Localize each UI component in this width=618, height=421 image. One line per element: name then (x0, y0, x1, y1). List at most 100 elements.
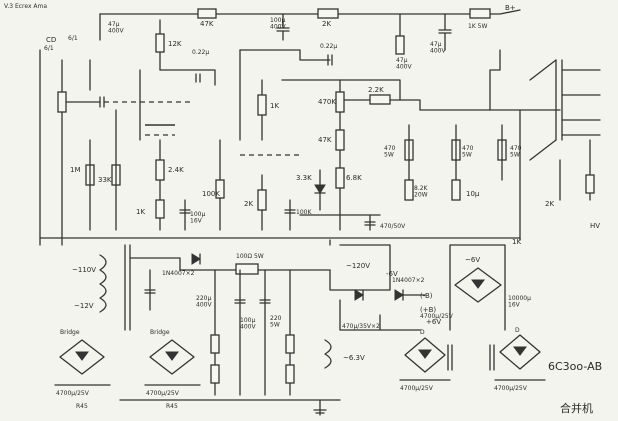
resistor-6-8k (335, 129, 345, 151)
label-br-d: D (515, 327, 520, 334)
resistor-2-2k (369, 94, 391, 105)
label-r-1k-5w: 1K 5W (468, 23, 487, 30)
resistor-470k (257, 94, 267, 116)
label-r-47k-top: 47K (200, 20, 214, 28)
label-top-left-note: V.3 Ecrex Ama (4, 3, 47, 10)
power-supply (99, 239, 426, 416)
label-v6b: ~6V (465, 256, 480, 264)
bridge-1 (59, 339, 105, 375)
label-br-c: D (420, 329, 425, 336)
output-stage (404, 49, 601, 241)
resistor-2k (317, 8, 339, 19)
first-stage (139, 19, 225, 231)
label-br-b: Bridge (150, 329, 170, 336)
resistor-12k (155, 33, 165, 53)
label-diode-b: 1N4007×2 (392, 277, 425, 284)
bridge-4 (499, 334, 541, 370)
label-r-33k: 33K (98, 176, 112, 184)
label-r-1k-b: 1K (270, 102, 279, 110)
bridge-2 (149, 339, 195, 375)
label-out-plus: (+B) (420, 306, 436, 314)
label-cap-10u: 10μ (466, 190, 480, 198)
label-r-2-2k: 2.2K (368, 86, 384, 94)
label-cap-bottom-c: 4700μ/25V (400, 385, 434, 392)
diode-2 (354, 289, 364, 301)
label-cap-470-35: 470μ/35V×2 (342, 323, 380, 330)
resistor-2k-c (451, 179, 461, 201)
label-cap-bottom-a: 4700μ/25V (56, 390, 90, 397)
resistor-47k-b (335, 91, 345, 113)
resistor-psu-d (285, 364, 295, 384)
driver-stage (299, 79, 421, 231)
label-diode-a: 1N4007×2 (162, 270, 195, 277)
label-r-2k-b: 2K (244, 200, 253, 208)
label-r-100k-b: 100K (296, 209, 312, 216)
label-r-1m: 1M (70, 166, 81, 174)
second-stage (239, 49, 401, 231)
label-c-022-b: 0.22μ (320, 43, 337, 50)
label-r-3-3k: 3.3K (296, 174, 312, 182)
label-r-2-4k: 2.4K (168, 166, 184, 174)
label-v120: ~120V (346, 262, 370, 270)
bridge-5 (454, 267, 502, 303)
input-section (39, 49, 190, 246)
label-cap-bottom-d: 4700μ/25V (494, 385, 528, 392)
label-hv: HV (590, 222, 600, 230)
resistor-psu-a (210, 334, 220, 354)
label-b-plus: B+ (505, 4, 516, 12)
label-c-022-a: 0.22μ (192, 49, 209, 56)
label-in-left: 6/1 (44, 45, 54, 52)
label-cap-bottom-b: 4700μ/25V (146, 390, 180, 397)
label-v110: ~110V (72, 266, 96, 274)
label-r-2k-c: 2K (545, 200, 554, 208)
resistor-8-2k (404, 179, 414, 201)
resistor-psu-b (210, 364, 220, 384)
diode-3 (394, 289, 404, 301)
label-r-100k: 100K (202, 190, 220, 198)
label-plus-6: +6V (426, 318, 441, 326)
label-cd: CD (46, 36, 56, 44)
bridge-3 (404, 337, 446, 373)
resistor-100-5w (235, 263, 259, 275)
label-r-12k: 12K (168, 40, 182, 48)
label-r-47k-b: 47K (318, 136, 332, 144)
resistor-right-rail (395, 35, 405, 55)
b-plus-rail (99, 8, 521, 55)
label-r-bottom-b: R45 (166, 403, 178, 410)
resistor-1k-a (155, 199, 165, 219)
resistor-feedback (585, 174, 595, 194)
label-r-2k: 2K (322, 20, 331, 28)
label-r-6-8k: 6.8K (346, 174, 362, 182)
label-out-minus: (-B) (420, 292, 433, 300)
label-in-right: 6/1 (68, 35, 78, 42)
label-cap-4700: 4700μ/25V (420, 313, 454, 320)
label-cap-470: 470/50V (380, 223, 406, 230)
resistor-2k-b (257, 189, 267, 211)
label-r-33k-driver: 470K (318, 98, 336, 106)
bridge-rectifiers (54, 244, 546, 386)
resistor-1k-5w (469, 8, 491, 19)
label-r-1k-c: 1K (512, 238, 521, 246)
resistor-100k (215, 179, 225, 199)
label-signature: 合并机 (560, 401, 593, 415)
resistor-3-3k (335, 167, 345, 189)
volume-pot (57, 91, 67, 113)
diode-1 (191, 253, 201, 265)
label-v12: ~12V (74, 302, 94, 310)
label-r-100-5w: 100Ω 5W (236, 253, 264, 260)
zener-diode (314, 184, 326, 194)
label-br-a: Bridge (60, 329, 80, 336)
resistor-psu-c (285, 334, 295, 354)
